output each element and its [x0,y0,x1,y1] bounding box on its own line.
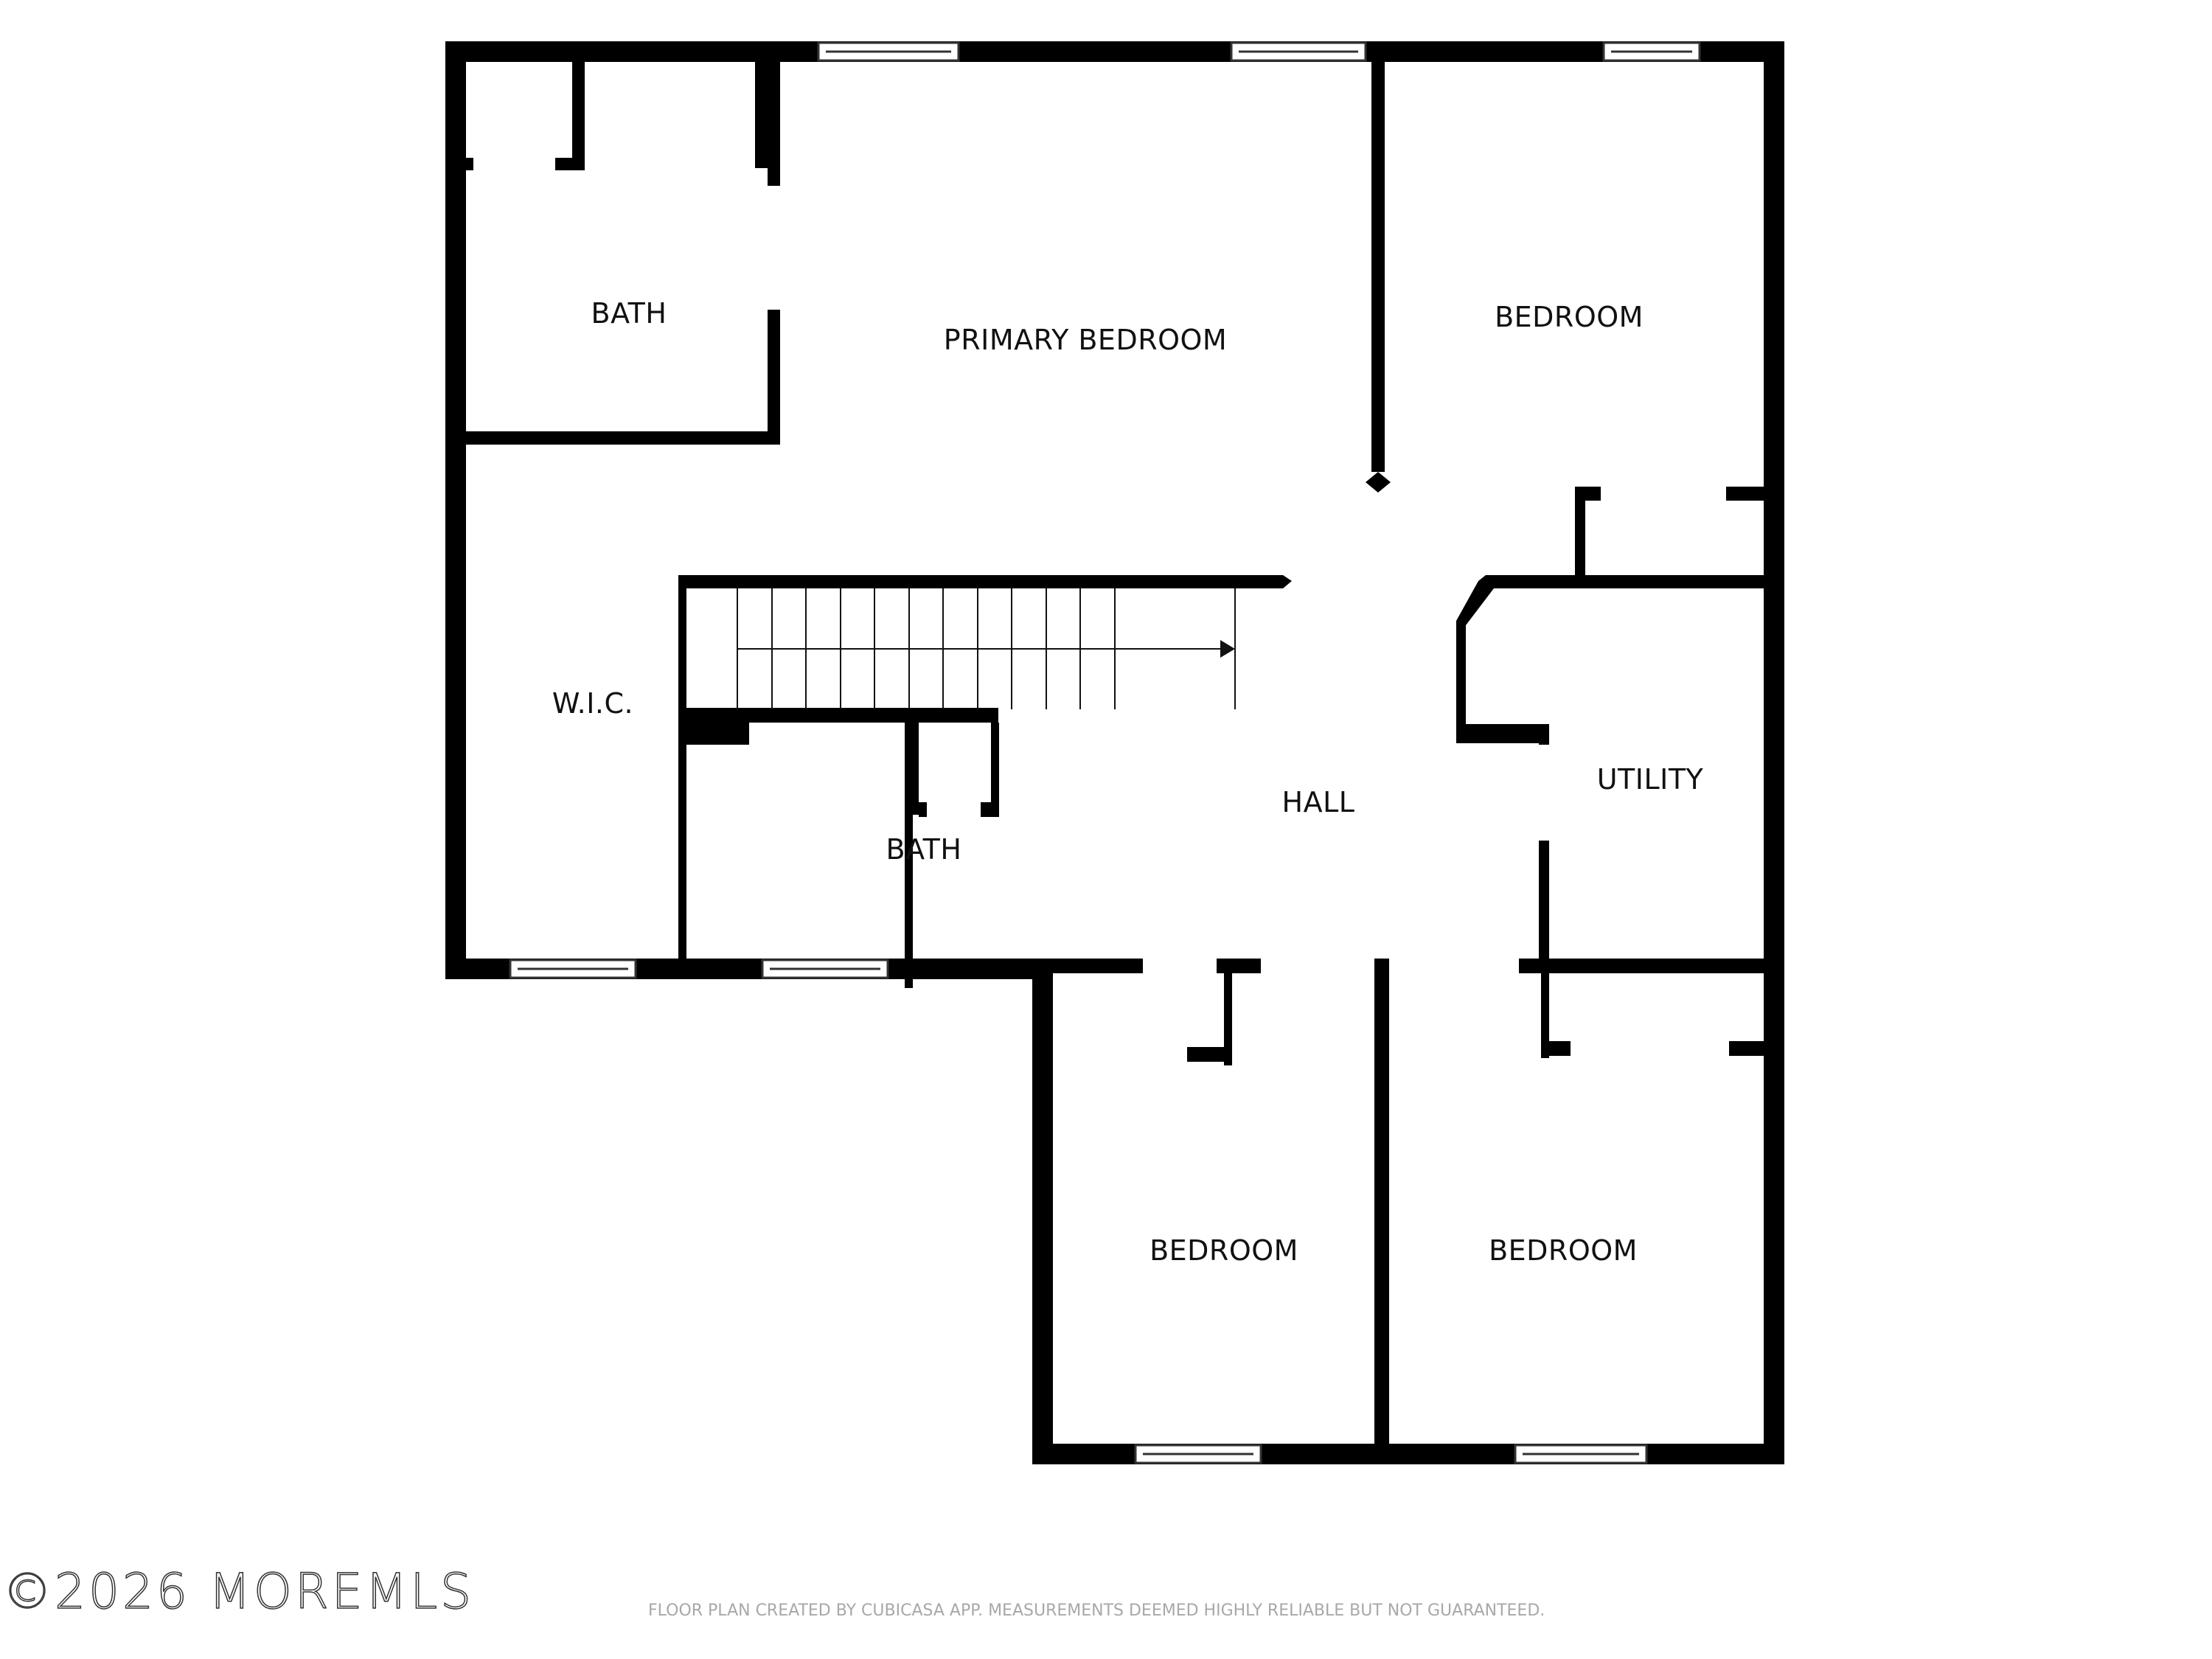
stair-arrow-icon [1220,640,1235,658]
room-label-bath-top: BATH [591,297,667,330]
room-label-wic: W.I.C. [552,687,634,720]
room-label-bath-mid: BATH [886,833,962,866]
room-label-bedroom-sw: BEDROOM [1150,1234,1298,1267]
footer-disclaimer: FLOOR PLAN CREATED BY CUBICASA APP. MEAS… [648,1601,1545,1620]
windows [509,41,1701,1464]
room-label-bedroom-ne: BEDROOM [1495,301,1644,333]
room-label-hall: HALL [1281,786,1355,818]
stairs [737,588,1236,709]
room-label-bedroom-se: BEDROOM [1489,1234,1638,1267]
copyright-watermark: ©2026 MOREMLS [2,1562,475,1621]
room-label-primary-bedroom: PRIMARY BEDROOM [943,324,1228,356]
walls [445,41,1784,1464]
room-label-utility: UTILITY [1596,763,1704,796]
